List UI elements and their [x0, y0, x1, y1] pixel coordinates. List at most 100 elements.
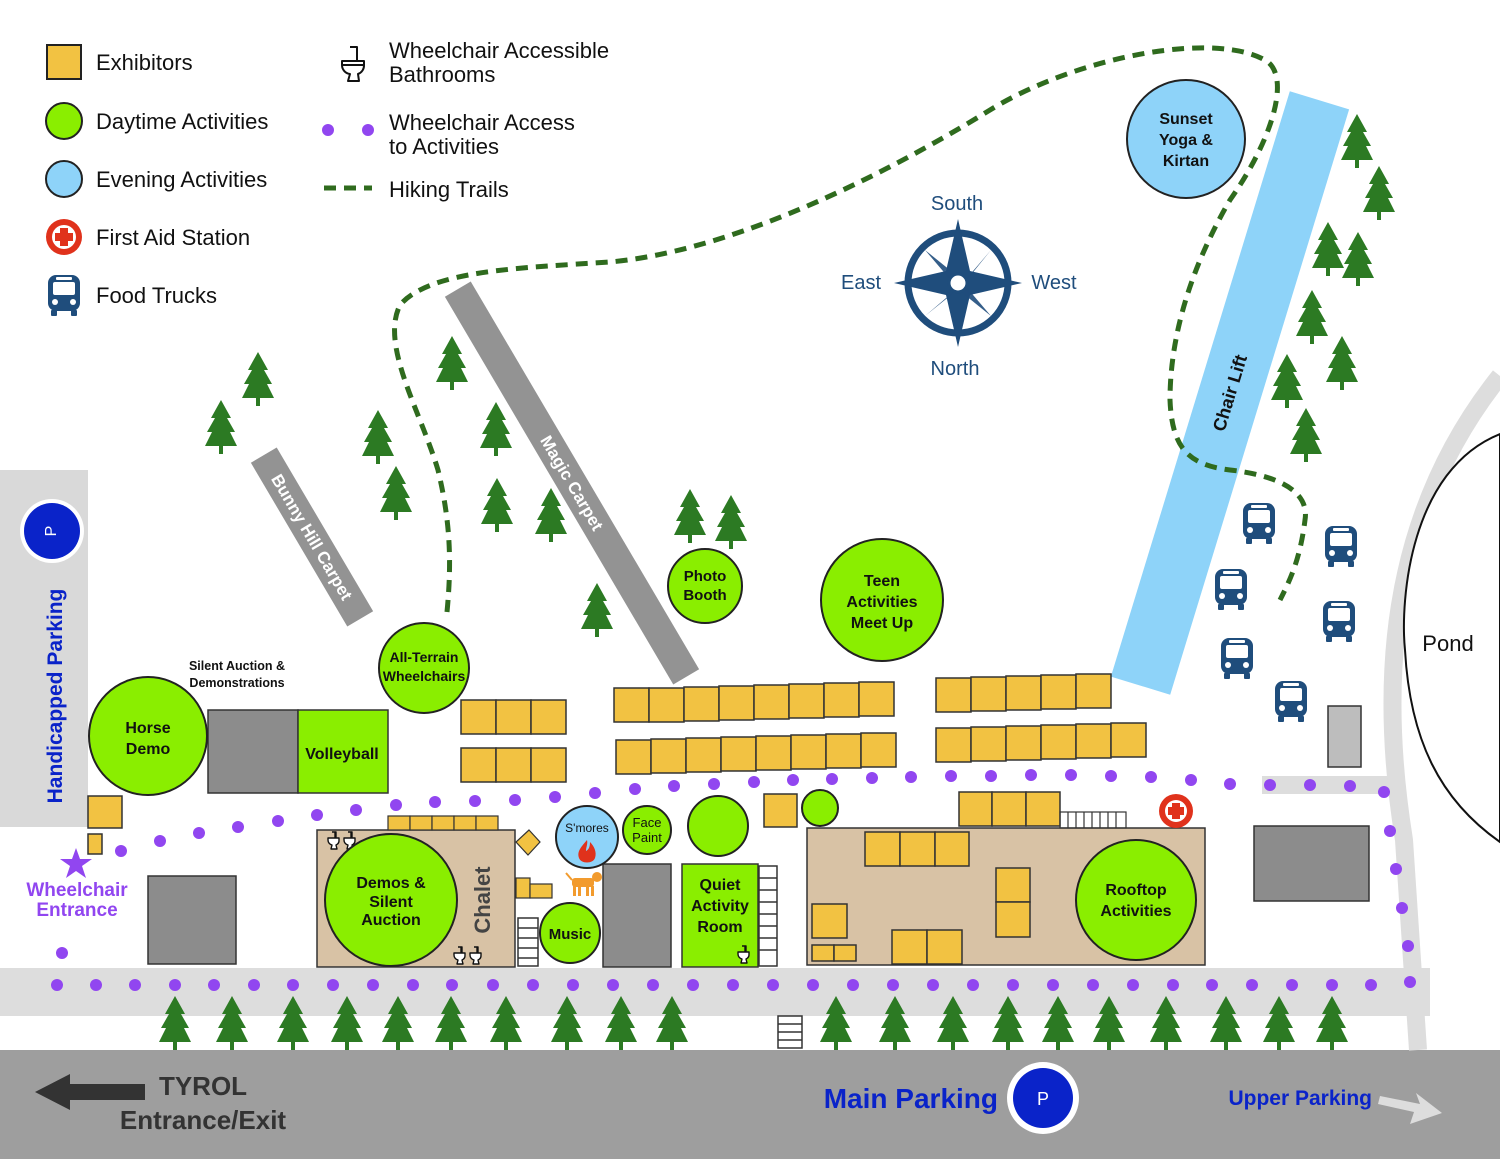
exhibitor-booth	[613, 687, 650, 723]
magic-carpet: Magic Carpet	[444, 281, 700, 685]
building-gray-entrance	[147, 875, 237, 965]
chalet-stairs	[517, 917, 539, 967]
exhibitor-legend-icon	[46, 44, 82, 80]
tree-icon	[205, 400, 237, 454]
exhibitor-booth	[763, 793, 798, 828]
bus-legend-icon	[48, 275, 80, 316]
activity-circle-small	[801, 789, 839, 827]
exhibitor-booth	[460, 699, 497, 735]
building-gray-auction	[207, 709, 299, 794]
photo-booth-circle	[667, 548, 743, 624]
exhibitor-booth	[495, 747, 532, 783]
teen-label-1: Teen	[864, 573, 900, 590]
exhibitor-booth	[790, 734, 827, 770]
pond-label: Pond	[1422, 631, 1473, 656]
tyrol-arrow-icon	[35, 1074, 145, 1110]
tree-icon	[715, 495, 747, 549]
compass-north: North	[931, 358, 980, 380]
pond	[1402, 432, 1500, 844]
exhibitor-booth	[460, 747, 497, 783]
tree-icon	[535, 488, 567, 542]
demos-label-3: Auction	[361, 912, 421, 929]
teen-activities-circle	[820, 538, 944, 662]
first-aid-legend-icon	[46, 219, 82, 255]
chair-lift: Chair Lift	[1110, 91, 1350, 695]
face-label-1: Face	[633, 815, 662, 830]
legend-food-trucks: Food Trucks	[96, 283, 217, 308]
exhibitor-booth	[87, 795, 123, 829]
exhibitor-booth	[1005, 725, 1042, 761]
allterrain-label-2: Wheelchairs	[383, 668, 466, 684]
legend: Exhibitors Daytime Activities Evening Ac…	[45, 38, 609, 316]
legend-bathrooms-1: Wheelchair Accessible	[389, 38, 609, 63]
exhibitor-booth	[970, 726, 1007, 762]
parking-symbol: P	[1037, 1089, 1049, 1109]
hiking-trail	[392, 45, 1308, 613]
tree-icon	[1312, 222, 1344, 276]
handicapped-parking-sign: P	[20, 499, 84, 563]
exhibitor-booth	[683, 686, 720, 722]
exhibitor-booth	[615, 739, 652, 775]
bus-icon	[1323, 601, 1355, 642]
legend-access-1: Wheelchair Access	[389, 110, 575, 135]
lodge-booths	[811, 831, 1031, 965]
tree-icon	[1290, 408, 1322, 462]
demos-label-1: Demos &	[356, 875, 426, 892]
exhibitor-booth	[718, 685, 755, 721]
tyrol-label-1: TYROL	[159, 1071, 247, 1101]
chalet-side-booths	[515, 829, 553, 899]
handicapped-parking-label: Handicapped Parking	[44, 589, 67, 804]
upper-path	[1262, 776, 1392, 794]
access-dots-legend-icon	[322, 124, 374, 136]
bus-icon	[1215, 569, 1247, 610]
upper-parking-arrow-icon	[1378, 1093, 1442, 1124]
daytime-legend-icon	[45, 102, 83, 140]
bus-icon	[1275, 681, 1307, 722]
tree-icon	[362, 410, 394, 464]
wheelchair-entrance-star-icon	[60, 848, 92, 878]
photo-label-2: Booth	[683, 587, 726, 604]
compass-rose	[894, 219, 1022, 347]
teen-label-2: Activities	[846, 594, 917, 611]
chalet-deck	[387, 815, 499, 831]
tree-icon	[1271, 354, 1303, 408]
horse-label-1: Horse	[125, 720, 170, 737]
exhibitor-booth	[755, 735, 792, 771]
rooftop-label-1: Rooftop	[1105, 882, 1167, 899]
exhibitor-booth	[958, 791, 993, 827]
horse-label-2: Demo	[126, 741, 171, 758]
exhibitor-booth	[1075, 673, 1112, 709]
tree-icon	[436, 336, 468, 390]
first-aid-station-icon	[1159, 794, 1193, 828]
exhibitor-booth	[991, 791, 1027, 827]
quiet-label-3: Room	[697, 919, 742, 936]
food-trucks	[1215, 503, 1357, 722]
exhibitor-booth	[935, 727, 972, 763]
smores-label: S'mores	[565, 821, 609, 835]
exhibitor-booth	[648, 687, 685, 723]
face-paint-circle	[622, 805, 672, 855]
tree-icon	[242, 352, 274, 406]
demos-silent-auction-circle	[324, 833, 458, 967]
tree-icon	[1296, 290, 1328, 344]
exhibitor-booth	[858, 681, 895, 717]
tree-icon	[1326, 336, 1358, 390]
tree-icon	[380, 466, 412, 520]
building-gray-middle	[602, 863, 672, 968]
exhibitor-booth	[788, 683, 825, 719]
face-label-2: Paint	[632, 830, 662, 845]
legend-exhibitors: Exhibitors	[96, 50, 193, 75]
wheelchair-entrance-label-1: Wheelchair	[26, 880, 128, 901]
exhibitor-booth	[860, 732, 897, 768]
exhibitor-booth	[1075, 723, 1112, 759]
evening-legend-icon	[45, 160, 83, 198]
legend-bathrooms-2: Bathrooms	[389, 62, 495, 87]
road-stairs	[777, 1015, 803, 1049]
silent-auction-label-1: Silent Auction &	[189, 659, 285, 673]
tree-icon	[674, 489, 706, 543]
sunset-label-3: Kirtan	[1163, 153, 1209, 170]
music-circle	[539, 902, 601, 964]
campfire-icon	[578, 840, 596, 863]
parking-symbol: P	[43, 526, 60, 537]
photo-label-1: Photo	[684, 568, 727, 585]
